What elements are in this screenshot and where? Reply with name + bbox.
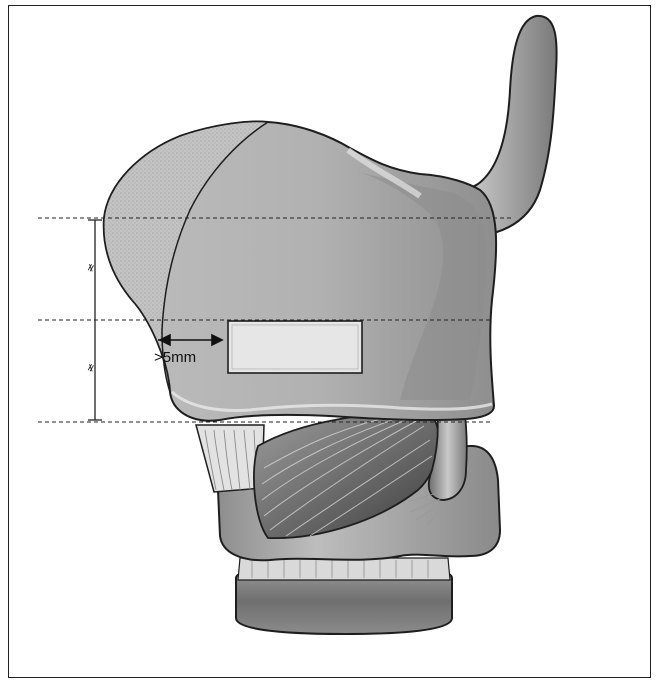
equal-mark-top: ≠ <box>83 260 99 274</box>
tracheal-ring <box>236 558 452 634</box>
cartilage-window <box>228 321 362 373</box>
equal-mark-bottom: ≠ <box>83 360 99 374</box>
distance-label: >5mm <box>154 349 196 366</box>
